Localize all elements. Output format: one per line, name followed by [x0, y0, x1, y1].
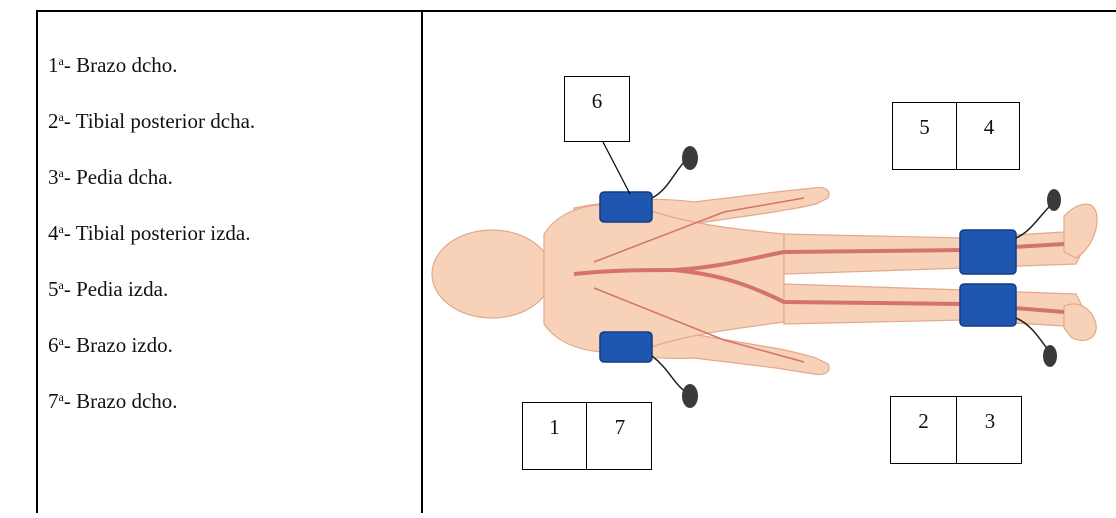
tube: [652, 356, 686, 392]
label-box-bottom-arm: 1 7: [522, 402, 652, 470]
list-item: 5a- Pedia izda.: [48, 260, 255, 316]
label-box-top-leg: 5 4: [892, 102, 1020, 170]
list-item: 3a- Pedia dcha.: [48, 148, 255, 204]
torso: [544, 204, 784, 352]
label-box-top-arm: 6: [564, 76, 630, 142]
bulb: [682, 146, 698, 170]
label-5: 5: [893, 103, 957, 169]
bulb: [1043, 345, 1057, 367]
label-2: 2: [891, 397, 957, 463]
list-item: 7a- Brazo dcho.: [48, 372, 255, 428]
label-1: 1: [523, 403, 587, 469]
tube: [652, 160, 686, 198]
right-foot: [1064, 204, 1097, 258]
label-3: 3: [957, 397, 1023, 463]
measurement-order-list: 1a- Brazo dcho. 2a- Tibial posterior dch…: [48, 36, 255, 428]
body-diagram: 6 5 4 1 7 2 3: [424, 12, 1116, 513]
list-item: 4a- Tibial posterior izda.: [48, 204, 255, 260]
table-column-divider: [421, 10, 423, 513]
list-item: 1a- Brazo dcho.: [48, 36, 255, 92]
label-box-bottom-leg: 2 3: [890, 396, 1022, 464]
bulb: [682, 384, 698, 408]
table-left-border: [36, 10, 38, 513]
label-7: 7: [587, 403, 653, 469]
human-body-figure: [432, 187, 1097, 374]
bulb: [1047, 189, 1061, 211]
head: [432, 230, 552, 318]
list-item: 2a- Tibial posterior dcha.: [48, 92, 255, 148]
label-6: 6: [565, 77, 629, 141]
left-foot: [1064, 304, 1096, 340]
label-4: 4: [957, 103, 1021, 169]
list-item: 6a- Brazo izdo.: [48, 316, 255, 372]
label-connector: [602, 140, 630, 194]
